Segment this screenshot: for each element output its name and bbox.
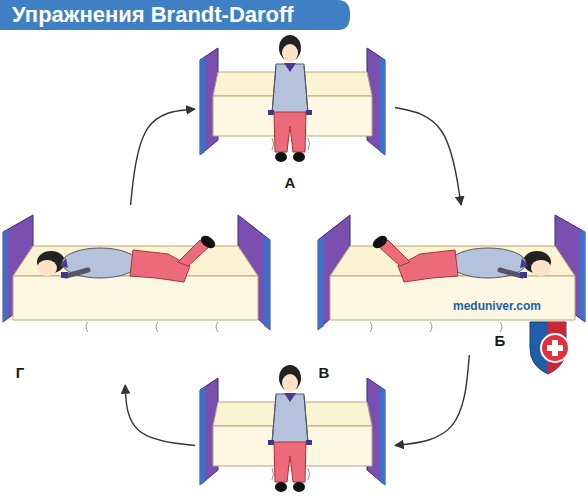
- step-letter: А: [285, 175, 296, 190]
- cycle-arrow: [395, 355, 469, 445]
- scene-panel: В: [195, 352, 395, 498]
- step-letter: Г: [16, 365, 25, 380]
- scene-panel: А: [195, 30, 395, 195]
- cycle-arrow: [395, 108, 461, 205]
- step-letter: В: [319, 365, 330, 380]
- step-letter: Б: [495, 333, 506, 348]
- scene-panel: Б: [312, 205, 588, 355]
- cycle-arrow: [131, 109, 195, 205]
- scene-panel: Г: [0, 205, 272, 385]
- banner-title: Упражнения Brandt-Daroff: [12, 3, 294, 27]
- logo: [530, 322, 569, 374]
- watermark: meduniver.com: [451, 300, 543, 313]
- cycle-arrow: [125, 385, 195, 445]
